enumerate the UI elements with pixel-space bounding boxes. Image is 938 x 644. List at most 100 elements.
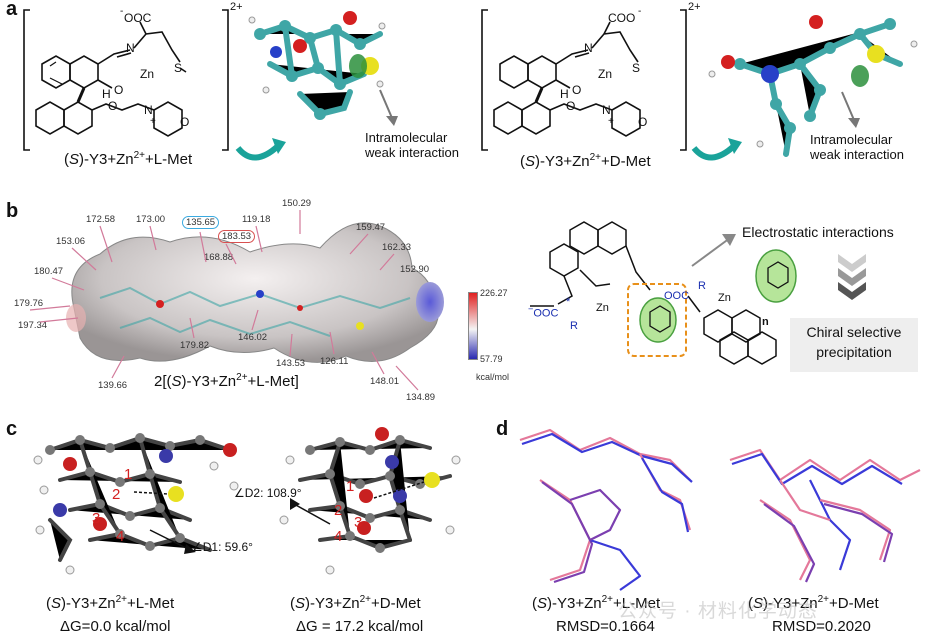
esp-value: 168.88 <box>204 252 234 263</box>
chiral-line1: Chiral selective <box>806 324 902 340</box>
svg-text:O: O <box>638 115 647 129</box>
rotate-arrow-icon <box>691 138 742 161</box>
polymer-scheme <box>530 221 797 365</box>
esp-value-highlight-blue: 135.65 <box>182 216 220 229</box>
molecule-a-right <box>708 15 918 157</box>
esp-colorbar <box>468 292 478 360</box>
esp-value: 139.66 <box>98 380 128 391</box>
panel-label-b: b <box>6 200 19 222</box>
annotation-a-right: Intramolecular weak interaction <box>810 132 904 162</box>
rmsd-d-left: RMSD=0.1664 <box>556 618 655 635</box>
chiral-selective-box: Chiral selective precipitation <box>790 318 918 372</box>
arrow-icon <box>691 234 736 267</box>
chiral-line2: precipitation <box>816 344 892 360</box>
molecule-c-right <box>279 427 461 575</box>
panel-label-c: c <box>6 418 18 440</box>
svg-text:Zn: Zn <box>140 67 154 81</box>
caption-d-right: (S)-Y3+Zn2++D-Met <box>748 594 879 612</box>
svg-text:O: O <box>566 99 575 113</box>
svg-text:S: S <box>174 61 182 75</box>
pointer-arrow-icon <box>379 89 398 126</box>
esp-value: 153.06 <box>56 236 86 247</box>
annotation-line2: weak interaction <box>810 147 904 162</box>
svg-text:-: - <box>120 6 123 17</box>
r-left: R <box>570 320 578 332</box>
ring-number: 1 <box>124 466 133 483</box>
svg-text:O: O <box>108 99 117 113</box>
esp-value: 197.34 <box>18 320 48 331</box>
annotation-line1: Intramolecular <box>365 130 448 145</box>
svg-text:2+: 2+ <box>230 1 243 13</box>
svg-text:+: + <box>150 116 156 127</box>
esp-surface <box>66 222 444 363</box>
ring-number: 2 <box>112 486 121 503</box>
annotation-line2: weak interaction <box>365 145 459 160</box>
annotation-line1: Intramolecular <box>810 132 893 147</box>
structure-a-left: N Zn O H S N + O O OOC - 2+ <box>23 1 243 151</box>
svg-text:2+: 2+ <box>688 1 701 13</box>
dihedral-d2: ∠D2: 108.9° <box>234 486 302 500</box>
electrostatic-label: Electrostatic interactions <box>742 224 894 240</box>
caption-d-left: (S)-Y3+Zn2++L-Met <box>532 594 661 612</box>
energy-c-left: ΔG=0.0 kcal/mol <box>60 618 171 635</box>
caption-c-right: (S)-Y3+Zn2++D-Met <box>290 594 421 612</box>
colorbar-max: 226.27 <box>480 288 508 298</box>
esp-value: 162.33 <box>382 242 412 253</box>
svg-text:N: N <box>126 41 135 55</box>
ring-number: 3 <box>92 510 101 527</box>
esp-value: 172.58 <box>86 214 116 225</box>
n-subscript: n <box>762 316 769 328</box>
svg-text:OOC: OOC <box>124 11 152 25</box>
ring-number: 1 <box>346 478 355 495</box>
star-left: * <box>566 296 571 308</box>
ring-number: 4 <box>334 528 343 545</box>
svg-text:H: H <box>102 87 111 101</box>
rmsd-d-right: RMSD=0.2020 <box>772 618 871 635</box>
esp-value: 180.47 <box>34 266 64 277</box>
svg-text:N: N <box>602 103 611 117</box>
pointer-arrow-icon <box>841 91 860 128</box>
esp-value: 119.18 <box>242 214 271 225</box>
caption-a-left: (S)-Y3+Zn2++L-Met <box>64 150 193 168</box>
svg-text:O: O <box>180 115 189 129</box>
esp-value: 146.02 <box>238 332 268 343</box>
molecule-c-left <box>33 433 239 575</box>
panel-label-d: d <box>496 418 509 440</box>
overlay-d-left <box>519 428 693 591</box>
chevron-down-icon <box>838 254 866 300</box>
svg-text:N: N <box>144 103 153 117</box>
rotate-arrow-icon <box>235 138 286 161</box>
svg-text:H: H <box>560 87 569 101</box>
ring-number: 2 <box>334 502 343 519</box>
zn-left: Zn <box>596 302 609 314</box>
svg-text:S: S <box>632 61 640 75</box>
ooc-mid: OOC <box>664 290 690 302</box>
svg-text:+: + <box>608 116 614 127</box>
svg-text:Zn: Zn <box>598 67 612 81</box>
esp-value: 150.29 <box>282 198 312 209</box>
caption-c-left: (S)-Y3+Zn2++L-Met <box>46 594 175 612</box>
dihedral-d1: ∠D1: 59.6° <box>192 540 253 554</box>
ring-number: 4 <box>116 528 125 545</box>
caption-b: 2[(S)-Y3+Zn2++L-Met] <box>154 372 299 390</box>
ring-number: 3 <box>354 514 363 531</box>
watermark: 公众号 · 材料化学动态 <box>618 601 818 622</box>
caption-a-right: (S)-Y3+Zn2++D-Met <box>520 152 651 170</box>
panel-label-a: a <box>6 0 18 20</box>
svg-text:O: O <box>114 83 123 97</box>
ooc-left: −OOC <box>528 304 559 320</box>
structure-a-right: N Zn O H S N + O O COO - 2+ <box>481 1 701 151</box>
overlay-d-right <box>729 448 921 583</box>
svg-text:COO: COO <box>608 11 635 25</box>
esp-value: 179.82 <box>180 340 210 351</box>
esp-value: 126.11 <box>320 356 349 367</box>
esp-value: 134.89 <box>406 392 436 403</box>
energy-c-right: ΔG = 17.2 kcal/mol <box>296 618 424 635</box>
molecule-a-left <box>248 11 386 120</box>
colorbar-min: 57.79 <box>480 354 503 364</box>
esp-value: 143.53 <box>276 358 306 369</box>
annotation-a-left: Intramolecular weak interaction <box>365 130 459 160</box>
esp-value: 179.76 <box>14 298 44 309</box>
esp-value-highlight-red: 183.53 <box>218 230 256 243</box>
